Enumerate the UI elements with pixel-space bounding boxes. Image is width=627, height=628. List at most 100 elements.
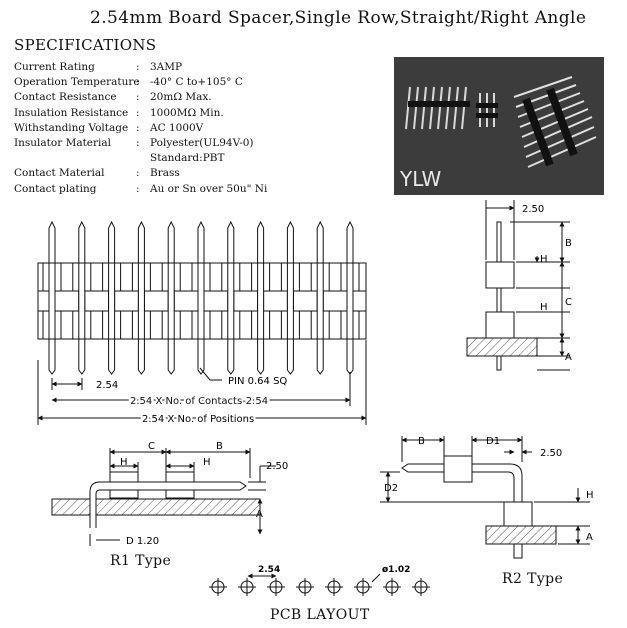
r2-board: [485, 525, 557, 545]
specifications-heading: SPECIFICATIONS: [14, 36, 157, 54]
r2-caption: R2 Type: [502, 571, 564, 587]
spec-separator: :: [136, 76, 140, 89]
r1-h1-label: H: [120, 457, 128, 468]
pcb-pitch-label: 2.54: [258, 565, 280, 575]
spec-row: Withstanding Voltage: AC 1000V: [14, 121, 267, 136]
spec-value: 3AMP: [150, 61, 183, 73]
straight-header-body: [408, 101, 470, 107]
spec-row: Contact Material: Brass: [14, 166, 267, 181]
side-body-lower: [485, 311, 515, 339]
r2-d1-label: D1: [486, 436, 500, 447]
positions-label: 2.54 X No. of Positions: [142, 414, 254, 425]
right-angle-body: [522, 97, 554, 167]
spec-row: Standard:PBT: [14, 151, 267, 166]
product-photo-pins: [405, 76, 597, 168]
r1-a-label: A: [256, 509, 263, 520]
spec-label: Withstanding Voltage: [14, 121, 129, 134]
front-pin-through: [167, 262, 175, 340]
spec-value: Polyester(UL94V-0): [150, 137, 254, 150]
pcb-layout: [209, 578, 430, 596]
side-board: [466, 337, 538, 357]
spec-row: Contact plating: Au or Sn over 50u" Ni: [14, 182, 267, 197]
spec-label: Operation Temperature: [14, 76, 140, 89]
r2-a-label: A: [586, 532, 593, 543]
front-view-cells: [42, 262, 360, 340]
side-pin-top: [496, 221, 502, 263]
spec-label: Current Rating: [14, 61, 95, 73]
pcb-hole-label: ø1.02: [382, 565, 410, 575]
r2-d2-label: D2: [384, 483, 398, 494]
side-h1-label: H: [540, 254, 548, 265]
r1-board: [51, 498, 261, 516]
spec-row: Operation Temperature: -40° C to+105° C: [14, 75, 267, 90]
spec-label: Insulation Resistance: [14, 106, 129, 119]
front-pin-through: [286, 262, 294, 340]
specifications-list: Current Rating:3AMP Operation Temperatur…: [14, 60, 267, 197]
small-header-body: [476, 103, 498, 108]
r1-pin: [89, 481, 247, 528]
r1-b-label: B: [216, 441, 223, 452]
spec-separator: :: [136, 121, 140, 134]
spec-separator: :: [136, 61, 140, 73]
r2-lower-body: [503, 501, 533, 527]
straight-header-2: [479, 93, 495, 127]
r2-b-label: B: [418, 436, 425, 447]
spec-label: Contact Material: [14, 167, 105, 180]
spec-value: Au or Sn over 50u" Ni: [150, 182, 268, 195]
right-angle-body-2: [546, 87, 578, 157]
pin-leader: [199, 367, 222, 381]
spec-separator: :: [136, 137, 140, 150]
side-c-label: C: [565, 297, 572, 308]
front-pin-through: [346, 262, 354, 340]
spec-value: 20mΩ Max.: [150, 91, 212, 104]
pcb-caption: PCB LAYOUT: [270, 607, 370, 623]
r2-body: [443, 455, 473, 483]
spec-value: AC 1000V: [150, 121, 204, 134]
spec-label: Insulator Material: [14, 137, 112, 150]
spec-value: 1000MΩ Min.: [150, 106, 224, 119]
spec-row: Insulator Material: Polyester(UL94V-0): [14, 136, 267, 151]
spec-row: Contact Resistance:20mΩ Max.: [14, 90, 267, 105]
pitch-label: 2.54: [96, 380, 118, 391]
spec-separator: :: [136, 91, 140, 104]
spec-separator: :: [136, 182, 140, 195]
side-view: [466, 200, 570, 371]
spec-value: -40° C to+105° C: [150, 76, 243, 89]
front-pin-through: [108, 262, 116, 340]
page-title: 2.54mm Board Spacer,Single Row,Straight/…: [90, 8, 587, 28]
spec-label: Contact Resistance: [14, 91, 117, 104]
front-pin-through: [257, 262, 265, 340]
r1-h2-label: H: [203, 457, 211, 468]
spec-row: Current Rating:3AMP: [14, 60, 267, 75]
front-pin-through: [316, 262, 324, 340]
r1-d-label: D 1.20: [126, 536, 159, 547]
r1-view: [51, 448, 276, 546]
r1-dim-label: 2.50: [266, 461, 288, 472]
small-header-body-2: [476, 113, 498, 118]
brand-watermark: YLW: [400, 167, 442, 191]
front-pin-through: [227, 262, 235, 340]
spec-label: Contact plating: [14, 182, 97, 195]
front-view: [37, 220, 367, 425]
r2-h-label: H: [586, 490, 594, 501]
spec-separator: :: [136, 167, 140, 180]
front-pin-through: [48, 262, 56, 340]
r1-c-label: C: [148, 441, 155, 452]
straight-header-1: [405, 86, 467, 130]
spec-value: Brass: [150, 167, 180, 180]
pcb-dimensions: [247, 573, 381, 583]
side-body-upper: [485, 261, 515, 289]
side-a-label: A: [565, 352, 572, 363]
side-b-label: B: [565, 238, 572, 249]
r1-caption: R1 Type: [110, 553, 172, 569]
spec-row: Insulation Resistance:1000MΩ Min.: [14, 106, 267, 121]
side-h2-label: H: [540, 302, 548, 313]
front-pin-through: [137, 262, 145, 340]
r2-dim-label: 2.50: [540, 448, 562, 459]
side-top-dim: 2.50: [522, 204, 544, 215]
spec-separator: :: [136, 106, 140, 119]
pin-size-label: PIN 0.64 SQ: [228, 376, 287, 387]
front-pin-through: [197, 262, 205, 340]
front-pin-through: [78, 262, 86, 340]
